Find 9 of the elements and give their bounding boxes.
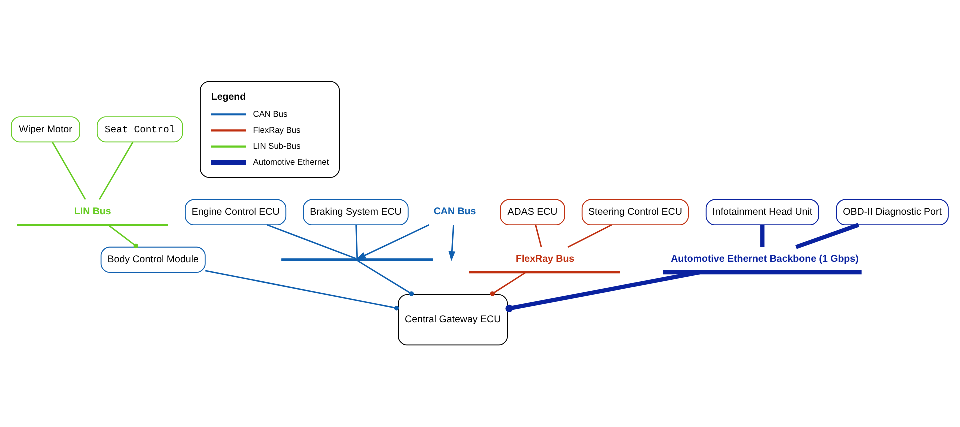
label: Legend <box>211 92 246 103</box>
node-text: CAN Bus <box>434 206 476 218</box>
node-text: Automotive Ethernet Backbone (1 Gbps) <box>671 254 859 265</box>
node-text: LIN Bus <box>74 206 112 218</box>
node-text: FlexRay Bus <box>516 254 575 265</box>
legend-label: CAN Bus <box>253 108 288 119</box>
legend-label: FlexRay Bus <box>253 124 301 135</box>
legend-label: LIN Sub-Bus <box>253 140 301 151</box>
legend-label: Automotive Ethernet <box>253 157 330 168</box>
